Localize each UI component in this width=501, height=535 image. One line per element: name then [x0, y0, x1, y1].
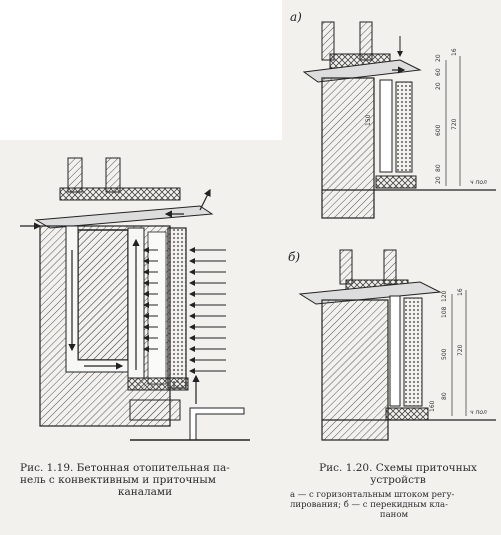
dim-b-7: 160: [429, 400, 436, 412]
blank-corner: [0, 0, 282, 140]
dim-a-2: 16: [451, 48, 458, 56]
dim-a-5: 600: [435, 124, 442, 136]
dim-a-3: 60: [435, 68, 442, 76]
figure-1-19-drawing: [20, 157, 250, 441]
figure-1-20b-drawing: 120 16 108 500 720 80 160 ч пол: [298, 249, 496, 441]
dim-b-3: 108: [441, 306, 448, 318]
figure-1-20-caption: Рис. 1.20. Схемы приточных устройств: [319, 462, 477, 486]
figure-1-20a-drawing: 20 16 60 20 600 720 80 20 150 ч пол: [302, 21, 496, 219]
figure-1-19-caption: Рис. 1.19. Бетонная отопительная па- нел…: [20, 462, 230, 498]
dim-b-4: 500: [441, 348, 448, 360]
dim-a-9: 150: [365, 114, 372, 126]
heat-arrows: [143, 247, 226, 374]
dim-a-6: 720: [451, 118, 458, 130]
chimney-left: [67, 157, 83, 193]
figure-label-b: б): [288, 250, 301, 264]
figure-1-20-legend: а — с горизонтальным штоком регу- лирова…: [290, 490, 455, 520]
sill-slab: [34, 205, 214, 229]
dim-a-4: 20: [435, 82, 442, 90]
inner-panel: [77, 229, 129, 361]
dim-b-5: 720: [457, 344, 464, 356]
dim-a-1: 20: [435, 54, 442, 62]
dim-a-8: 20: [435, 176, 442, 184]
floor-mark-a: ч пол: [470, 179, 487, 186]
dim-a-7: 80: [435, 164, 442, 172]
window-sill: [59, 187, 181, 201]
floor-mark-b: ч пол: [470, 409, 487, 416]
heating-core: [167, 227, 187, 389]
dim-b-1: 120: [441, 290, 448, 302]
supply-pipe: [189, 407, 245, 441]
chimney-right: [105, 157, 121, 193]
figure-label-a: а): [290, 10, 302, 24]
dim-b-2: 16: [457, 288, 464, 296]
dim-b-6: 80: [441, 392, 448, 400]
